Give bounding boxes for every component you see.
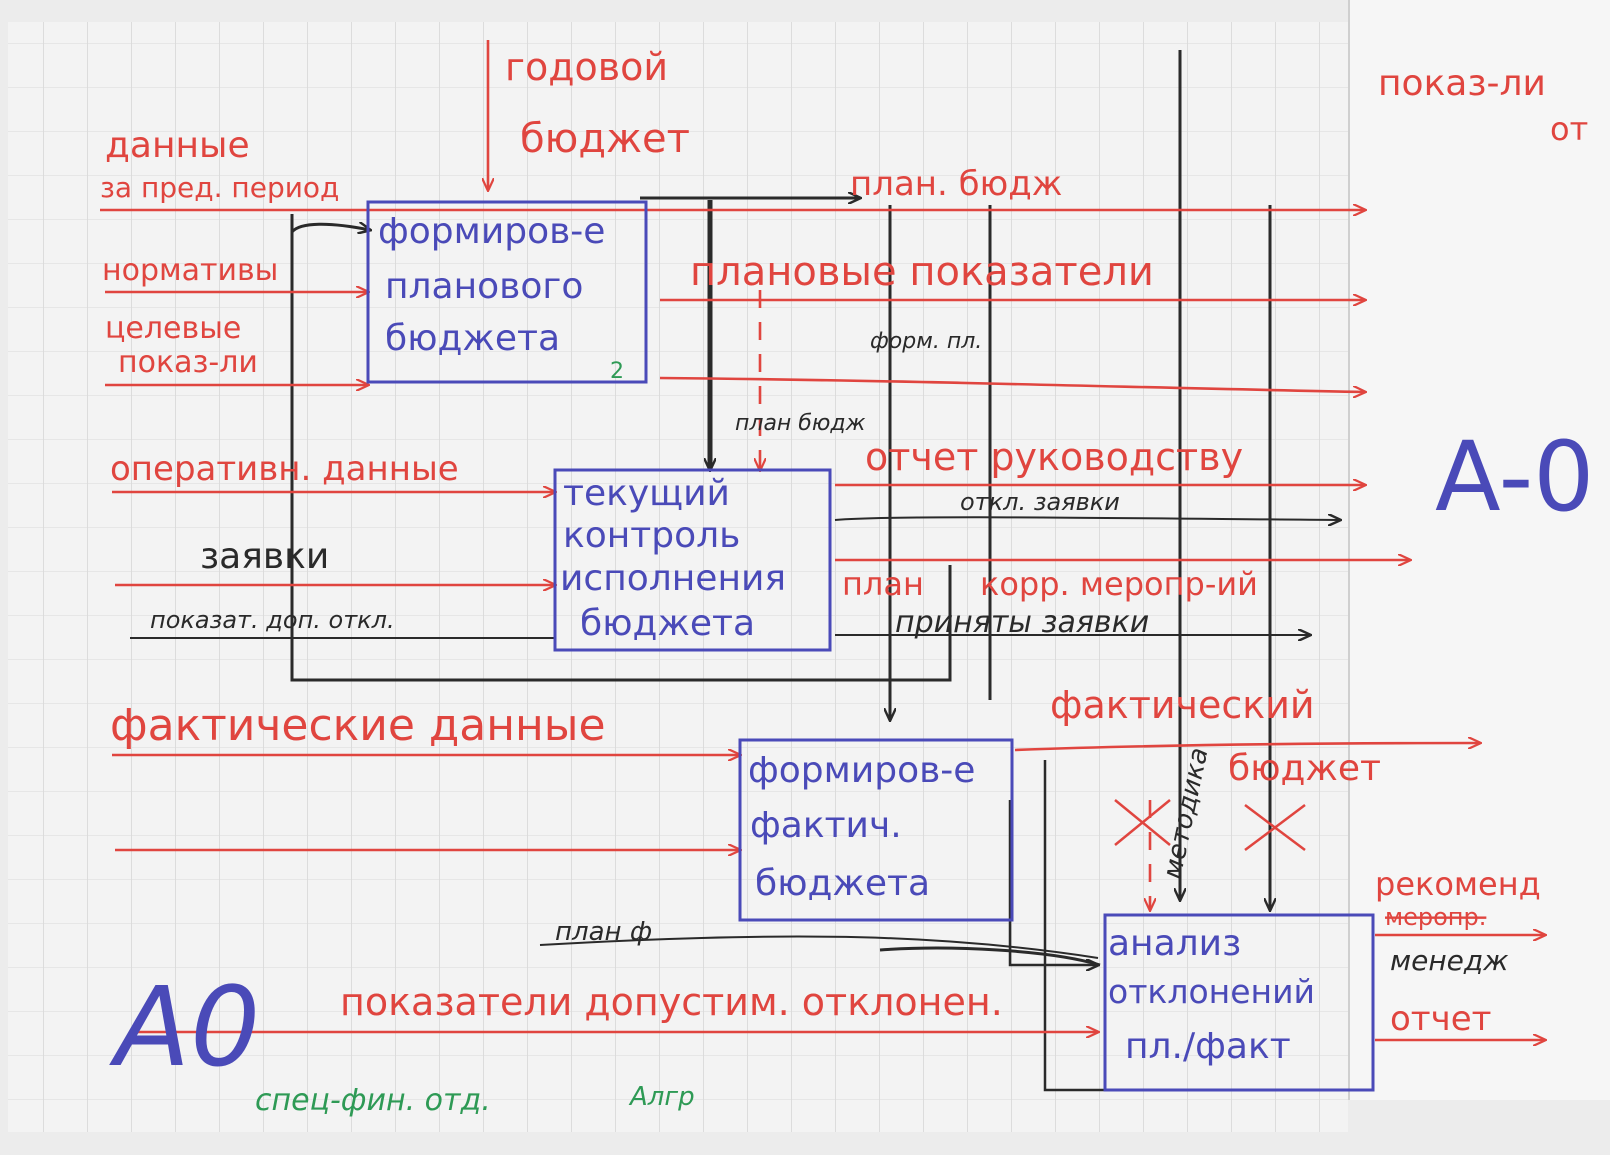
label-plan-indicators: плановые показатели [690,249,1154,295]
label-recommend: рекоменд [1375,865,1541,903]
label-accepted-requests: приняты заявки [895,605,1149,640]
box-fact-line-3: бюджета [755,863,930,904]
cross-marks [1114,799,1306,851]
box-fact-line-1: формиров-е [748,750,975,791]
label-top-input-2: бюджет [520,116,690,162]
box-plan-line-3: бюджета [385,318,560,359]
right-paper-sheet [1350,0,1610,1100]
box-analysis [1103,913,1375,1092]
label-corr-measures: корр. меропр-ий [980,565,1258,603]
side-label-a-0: A-0 [1435,421,1594,533]
box-control-budget [553,468,832,652]
box-plan-line-1: формиров-е [378,211,605,252]
red-arrows [100,40,1545,1040]
label-targets-1: целевые [105,311,241,346]
label-recommend-struck: меропр. [1385,903,1486,931]
label-right-page-title: показ-ли [1378,63,1546,104]
black-connector-lines [130,50,1340,1092]
scribble-plan-f: план ф [555,917,652,947]
label-plan-budget-out: план. бюдж [850,164,1062,204]
label-rejected-requests: откл. заявки [960,488,1120,516]
label-actual-budget-1: фактический [1050,683,1315,727]
label-report-mgmt: отчет руководству [865,435,1243,479]
label-right-page-sub: от [1550,110,1588,148]
box-control-line-2: контроль [563,515,740,556]
label-report-out: отчет [1390,999,1491,1039]
box-plan-budget [366,200,648,384]
corner-label-a0: A0 [109,963,260,1091]
label-actual-budget-2: бюджет [1228,748,1381,789]
label-plan-corr: план [842,565,924,603]
scribble-plan-b: план бюдж [735,411,866,436]
box-analysis-line-3: пл./факт [1125,1026,1291,1067]
box-analysis-line-2: отклонений [1108,972,1315,1011]
box-fact-line-2: фактич. [750,805,902,846]
label-top-input-1: годовой [505,45,668,89]
scribble-format: форм. пл. [870,329,982,354]
label-actual-data: фактические данные [110,700,606,751]
label-norms: нормативы [102,253,278,288]
box-control-line-3: исполнения [560,558,786,599]
box-plan-number: 2 [610,359,624,384]
box-control-line-1: текущий [563,473,730,514]
label-prev-data-2: за пред. период [100,171,339,204]
box-fact-budget [738,738,1014,922]
label-allowed-dev: показат. доп. откл. [150,606,395,634]
box-plan-line-2: планового [385,266,583,307]
label-requests: заявки [200,536,329,577]
label-green-1: спец-фин. отд. [255,1083,491,1118]
label-targets-2: показ-ли [118,345,258,380]
label-prev-data-1: данные [105,125,250,166]
box-analysis-line-1: анализ [1108,923,1241,964]
box-control-line-4: бюджета [580,603,755,644]
label-allowed-dev-long: показатели допустим. отклонен. [340,980,1003,1024]
label-operative-data: оперативн. данные [110,449,459,489]
paper-grid [8,22,1348,1132]
label-green-2: Алгр [628,1082,695,1112]
label-manager: менедж [1390,944,1508,977]
